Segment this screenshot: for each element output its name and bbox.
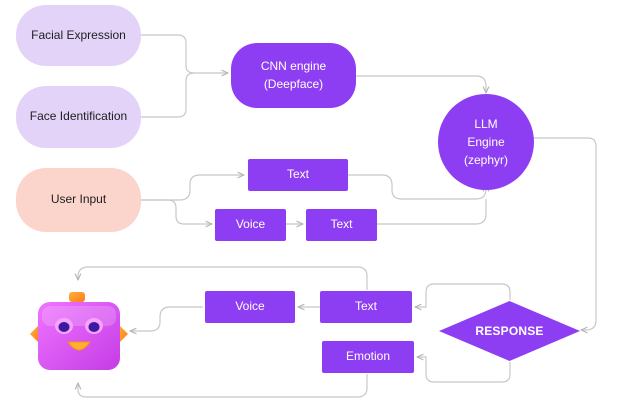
text-input-box: Text: [248, 159, 348, 191]
edge-cnn-to-llm: [356, 75, 486, 93]
face-identification-label: Face Identification: [29, 109, 128, 124]
edge-voice-to-robot: [130, 306, 203, 331]
robot-left-ear: [30, 324, 40, 344]
robot-mascot-icon: [30, 292, 128, 370]
voice-input-box: Voice: [215, 209, 286, 241]
emotion-output-box: Emotion: [322, 341, 414, 373]
edge-textmid-to-llm: [377, 199, 487, 225]
robot-left-eye: [58, 322, 70, 332]
edge-user-to-voice: [141, 199, 212, 224]
edge-response-to-text: [415, 283, 511, 307]
text-output-label: Text: [354, 299, 377, 314]
facial-expression-node: Facial Expression: [16, 5, 141, 66]
voice-text-box: Text: [306, 209, 377, 241]
edge-emotion-to-robot-loop: [78, 374, 368, 398]
edge-llm-to-response: [534, 137, 597, 330]
emotion-output-label: Emotion: [345, 349, 391, 364]
voice-text-label: Text: [330, 217, 353, 232]
text-input-label: Text: [286, 167, 309, 182]
facial-expression-label: Facial Expression: [31, 27, 126, 42]
robot-antenna: [69, 292, 85, 302]
response-label: RESPONSE: [475, 324, 544, 338]
edge-facial-to-cnn: [141, 34, 228, 73]
cnn-engine-subtitle: (Deepface): [263, 76, 324, 91]
text-output-box: Text: [320, 291, 412, 323]
voice-output-label: Voice: [235, 299, 265, 314]
robot-head: [38, 302, 120, 370]
llm-engine-node: LLM Engine (zephyr): [438, 94, 534, 190]
llm-title: LLM: [474, 117, 498, 131]
voice-input-label: Voice: [235, 217, 266, 232]
edge-user-to-text: [141, 175, 244, 201]
llm-model: (zephyr): [463, 153, 508, 167]
edge-texttop-to-llm: [348, 174, 486, 200]
robot-right-eye: [88, 322, 100, 332]
face-identification-node: Face Identification: [16, 86, 141, 148]
edge-text-to-robot-loop: [78, 266, 368, 290]
robot-mouth: [67, 341, 91, 351]
user-input-node: User Input: [16, 168, 141, 232]
llm-subtitle: Engine: [467, 135, 505, 149]
edge-faceid-to-cnn: [141, 72, 195, 118]
edge-response-to-emotion: [417, 357, 511, 383]
response-diamond-shape: [439, 301, 580, 361]
response-node: RESPONSE: [438, 300, 581, 362]
voice-output-box: Voice: [205, 291, 295, 323]
user-input-label: User Input: [50, 192, 107, 207]
cnn-engine-title: CNN engine: [260, 59, 327, 74]
cnn-engine-node: CNN engine (Deepface): [231, 43, 356, 108]
robot-right-ear: [118, 324, 128, 344]
